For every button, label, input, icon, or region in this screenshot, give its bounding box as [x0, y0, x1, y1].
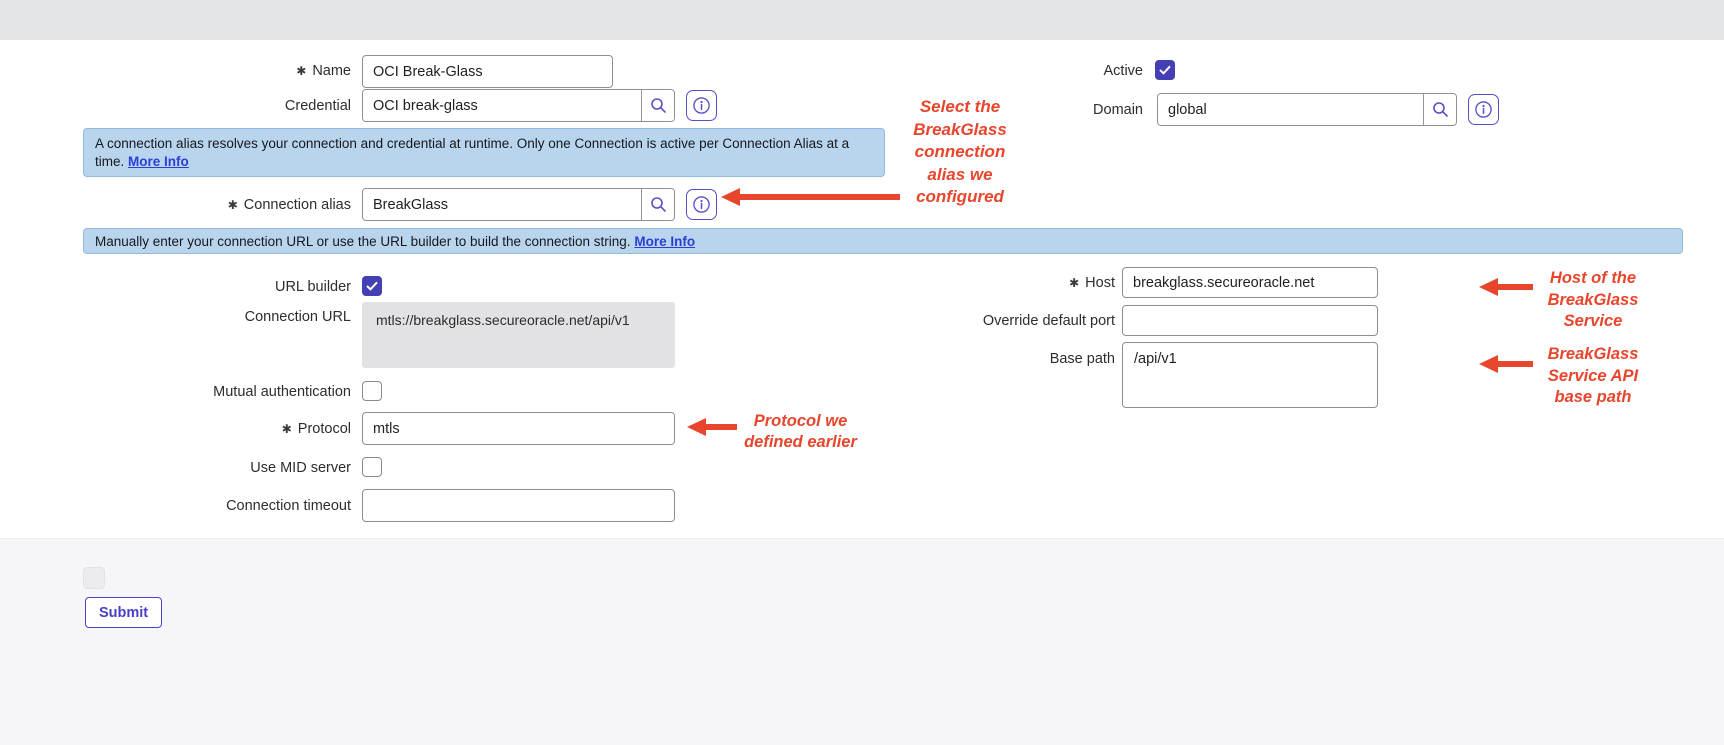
host-annotation-text: Host of the BreakGlass Service	[1547, 269, 1639, 330]
url-builder-label: URL builder	[274, 279, 351, 295]
override-default-port-input[interactable]	[1122, 305, 1378, 336]
protocol-input[interactable]	[362, 412, 675, 445]
footer-bar	[0, 538, 1724, 745]
domain-search-icon[interactable]	[1423, 94, 1456, 125]
required-icon: ✱	[281, 422, 292, 436]
protocol-annotation-text: Protocol we defined earlier	[744, 412, 857, 451]
checkmark-icon	[1159, 65, 1171, 75]
alias-annotation-text: Select the BreakGlass connection alias w…	[913, 97, 1007, 206]
host-annotation-arrow	[1496, 284, 1533, 290]
connection-alias-reference-field	[362, 188, 675, 221]
domain-info-icon[interactable]	[1468, 94, 1499, 125]
use-mid-server-checkbox[interactable]	[362, 457, 382, 477]
submit-button[interactable]: Submit	[85, 597, 163, 628]
domain-input[interactable]	[1158, 94, 1423, 125]
credential-label: Credential	[284, 98, 351, 114]
connection-timeout-label: Connection timeout	[226, 498, 351, 514]
protocol-annotation-arrow	[704, 424, 737, 430]
override-default-port-label: Override default port	[982, 313, 1115, 329]
protocol-annotation-arrowhead	[687, 418, 706, 436]
domain-label: Domain	[1093, 102, 1143, 118]
alias-banner-more-info-link[interactable]: More Info	[128, 153, 189, 169]
alias-annotation-arrow	[738, 194, 900, 200]
footer-placeholder-box	[83, 567, 105, 589]
credential-info-icon[interactable]	[686, 90, 717, 121]
active-checkbox[interactable]	[1155, 60, 1175, 80]
host-input[interactable]	[1122, 267, 1378, 298]
base-path-annotation-text: BreakGlass Service API base path	[1547, 345, 1639, 406]
use-mid-server-label: Use MID server	[250, 460, 351, 476]
domain-reference-field	[1157, 93, 1457, 126]
required-icon: ✱	[227, 198, 238, 212]
credential-reference-field	[362, 89, 675, 122]
base-path-annotation-arrow	[1496, 361, 1533, 367]
connection-alias-info-icon[interactable]	[686, 189, 717, 220]
mutual-authentication-label: Mutual authentication	[213, 384, 351, 400]
connection-alias-banner: A connection alias resolves your connect…	[83, 128, 885, 177]
checkmark-icon	[366, 281, 378, 291]
mutual-authentication-checkbox[interactable]	[362, 381, 382, 401]
credential-input[interactable]	[363, 90, 641, 121]
connection-timeout-input[interactable]	[362, 489, 675, 522]
alias-annotation-arrowhead	[721, 188, 740, 206]
required-icon: ✱	[1069, 276, 1080, 290]
protocol-label: ✱ Protocol	[281, 421, 351, 437]
connection-alias-input[interactable]	[363, 189, 641, 220]
connection-url-readonly-field: mtls://breakglass.secureoracle.net/api/v…	[362, 302, 675, 368]
credential-search-icon[interactable]	[641, 90, 674, 121]
host-annotation-arrowhead	[1479, 278, 1498, 296]
host-label: ✱ Host	[1069, 275, 1115, 291]
name-input[interactable]	[362, 55, 613, 88]
required-icon: ✱	[296, 64, 307, 78]
active-label: Active	[1103, 63, 1144, 79]
url-builder-checkbox[interactable]	[362, 276, 382, 296]
url-banner-more-info-link[interactable]: More Info	[634, 234, 696, 249]
connection-url-banner: Manually enter your connection URL or us…	[83, 228, 1683, 254]
connection-alias-label: ✱ Connection alias	[227, 197, 351, 213]
base-path-label: Base path	[1049, 351, 1115, 367]
top-bar	[0, 0, 1724, 40]
connection-url-label: Connection URL	[244, 309, 351, 325]
base-path-input[interactable]: /api/v1	[1122, 342, 1378, 408]
connection-alias-search-icon[interactable]	[641, 189, 674, 220]
name-label: ✱ Name	[296, 63, 351, 79]
base-path-annotation-arrowhead	[1479, 355, 1498, 373]
